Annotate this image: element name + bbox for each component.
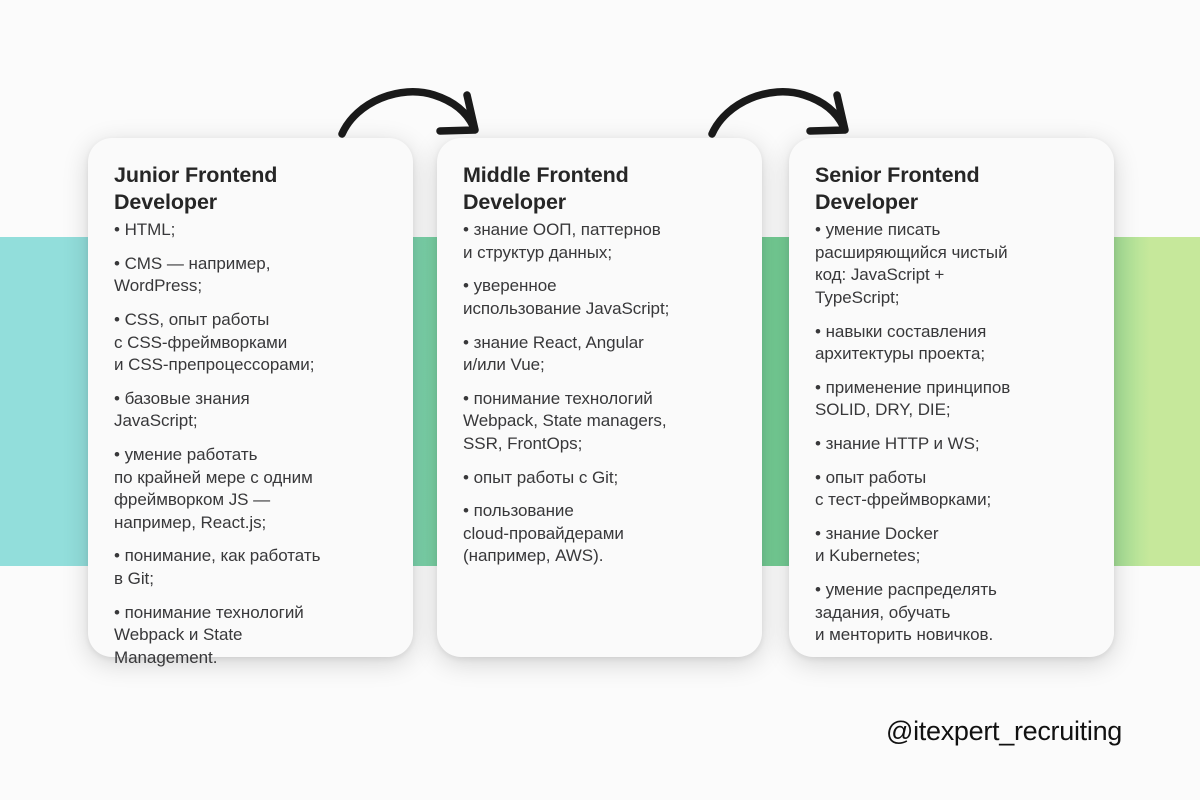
card-junior-frontend-developer: Junior Frontend Developer • HTML; • CMS … [88,138,413,667]
card-title-middle: Middle Frontend Developer [463,163,629,215]
list-item: • CMS — например, WordPress; [114,253,271,296]
skill-list-senior: • умение писать расширяющийся чистый код… [815,219,1092,647]
list-item: • понимание, как работать в Git; [114,546,321,589]
list-item: • базовые знания JavaScript; [114,388,250,431]
list-item: • уверенное использование JavaScript; [463,276,670,318]
list-item: • CSS, опыт работы с CSS-фреймворками и … [114,309,315,375]
list-item: • умение писать расширяющийся чистый код… [815,220,1008,307]
list-item: • знание React, Angular и/или Vue; [463,332,644,375]
list-item: • понимание технологий Webpack и State M… [114,602,304,667]
list-item: • умение распределять задания, обучать и… [815,580,997,645]
list-item: • опыт работы с Git; [463,467,619,487]
list-item: • знание HTTP и WS; [815,434,980,454]
list-item: • умение работать по крайней мере с одни… [114,445,313,532]
curved-arrow-icon [330,72,500,142]
list-item: • понимание технологий Webpack, State ma… [463,388,667,454]
list-item: • опыт работы с тест-фреймворками; [815,467,992,510]
list-item: • HTML; [114,220,176,240]
skill-list-junior: • HTML; • CMS — например, WordPress; • C… [114,219,391,669]
card-senior-frontend-developer: Senior Frontend Developer • умение писат… [789,138,1114,657]
card-title-junior: Junior Frontend Developer [114,163,278,215]
list-item: • навыки составления архитектуры проекта… [815,321,987,364]
list-item: • знание Docker и Kubernetes; [815,523,939,566]
account-handle: @itexpert_recruiting [885,716,1122,746]
curved-arrow-icon [700,72,870,142]
list-item: • применение принципов SOLID, DRY, DIE; [815,377,1011,420]
list-item: • знание ООП, паттернов и структур данны… [463,220,661,262]
list-item: • пользование cloud-провайдерами (наприм… [463,501,624,566]
skill-list-middle: • знание ООП, паттернов и структур данны… [463,219,740,568]
card-middle-frontend-developer: Middle Frontend Developer • знание ООП, … [437,138,762,657]
card-title-senior: Senior Frontend Developer [815,163,980,215]
